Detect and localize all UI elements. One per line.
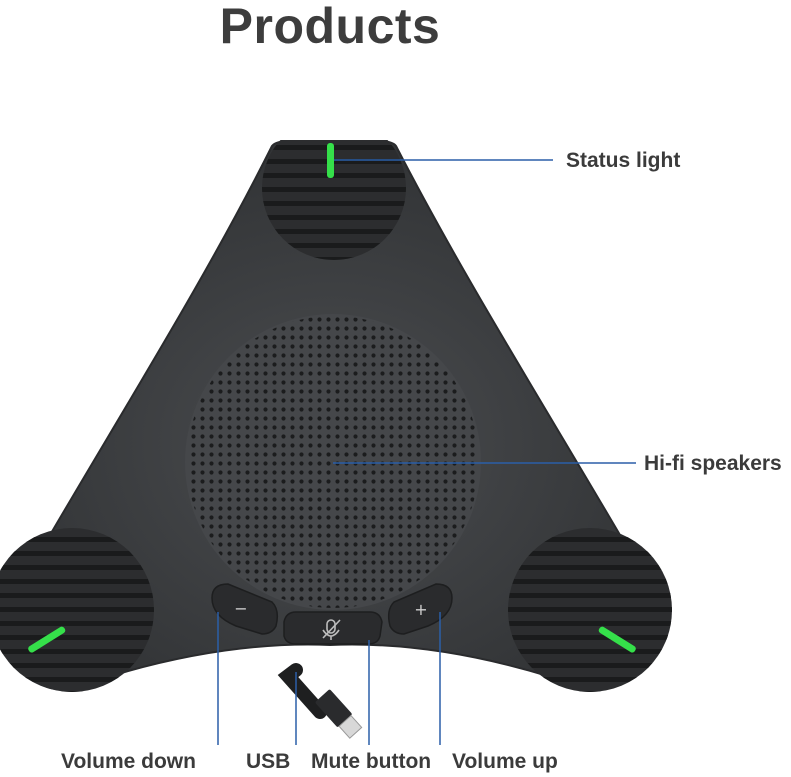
mute-button-label: Mute button	[311, 750, 432, 773]
left-mic-grille	[0, 528, 154, 692]
right-led	[598, 626, 636, 653]
mute-button[interactable]	[283, 611, 383, 645]
volume-up-label: Volume up	[452, 750, 558, 773]
leader-lines	[217, 159, 636, 745]
usb-label: USB	[246, 750, 291, 773]
mic-mute-icon	[322, 619, 341, 640]
usb-cable	[277, 663, 363, 739]
hifi-speakers-label: Hi-fi speakers	[644, 452, 782, 475]
status-light-led	[327, 143, 334, 178]
volume-down-symbol: −	[234, 599, 247, 618]
volume-down-button[interactable]: −	[211, 583, 279, 635]
usb-plug	[315, 689, 352, 727]
volume-up-button[interactable]: +	[387, 583, 453, 635]
left-led	[28, 626, 66, 653]
page-title: Products	[219, 0, 441, 54]
status-light-label: Status light	[566, 149, 681, 172]
volume-down-label: Volume down	[61, 750, 196, 773]
volume-up-symbol: +	[414, 600, 427, 619]
right-mic-grille	[508, 528, 672, 692]
